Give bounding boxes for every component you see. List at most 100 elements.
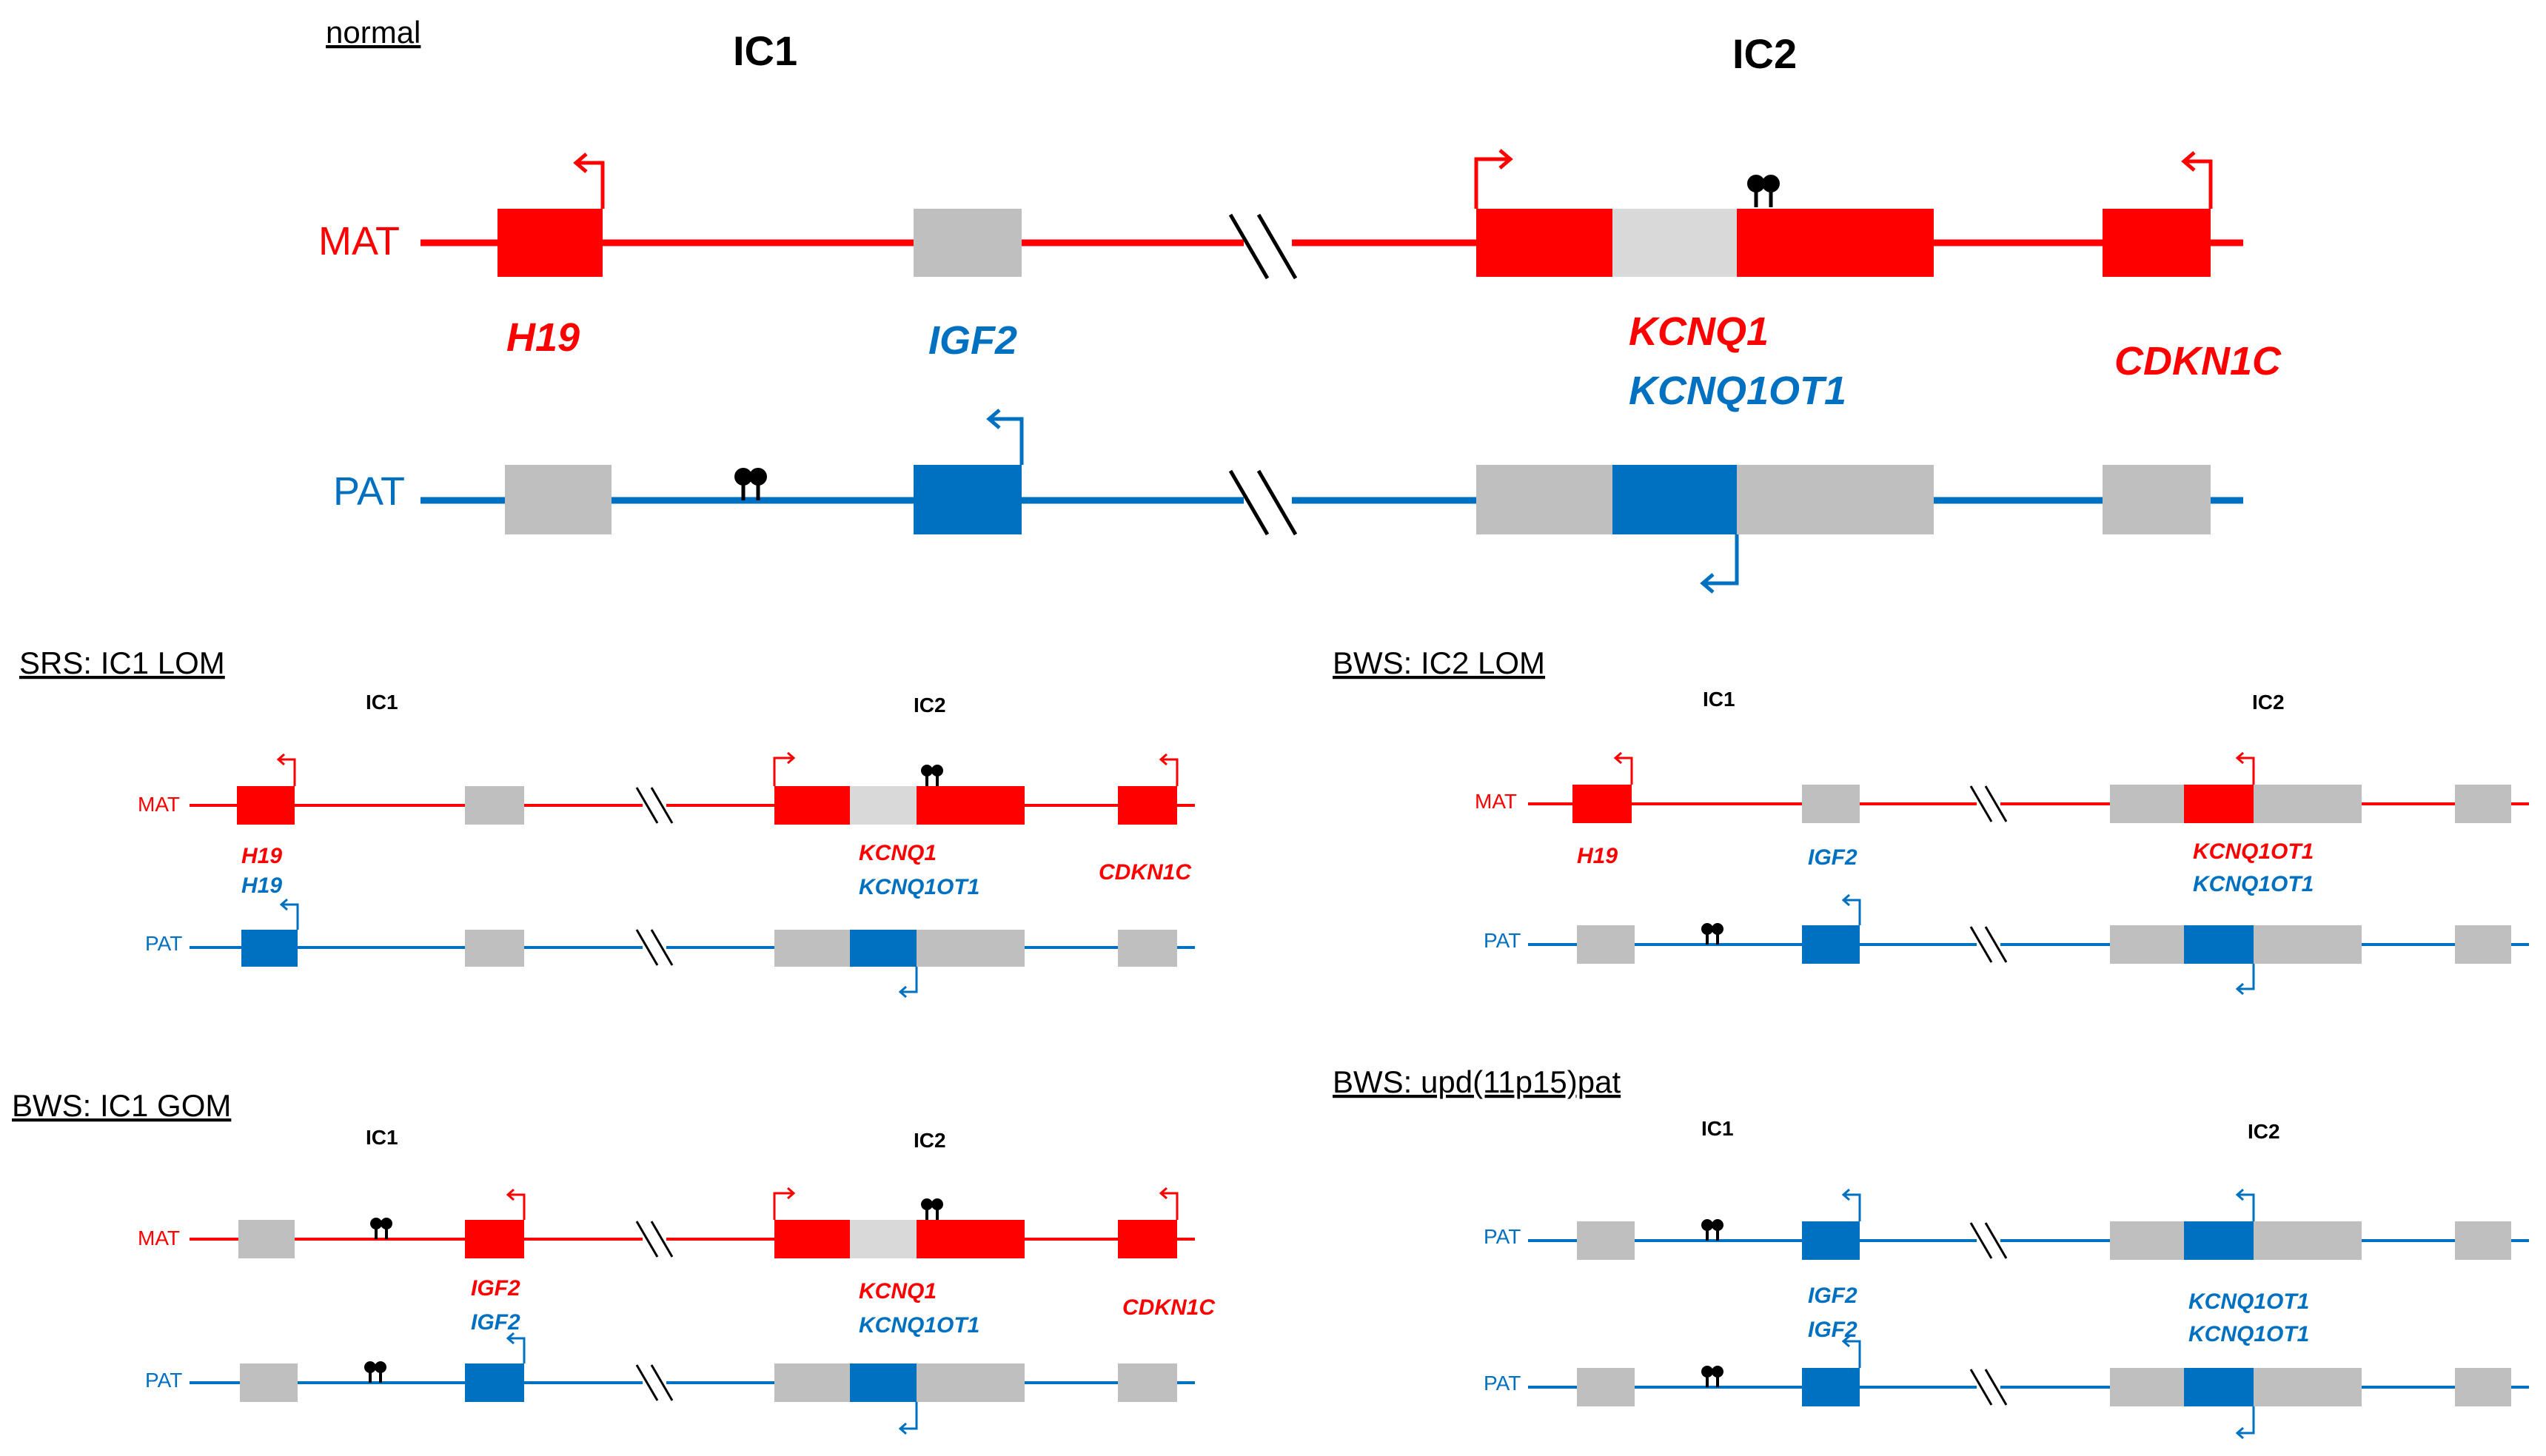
mat-chromosome: MAT xyxy=(138,751,1195,825)
transcription-arrow-icon xyxy=(2181,151,2213,209)
igf2-box xyxy=(1802,925,1860,964)
transcription-arrow-icon xyxy=(573,152,605,209)
transcription-arrow-icon xyxy=(1700,534,1739,594)
kcnq1-box-right xyxy=(2254,925,2362,964)
h19-box xyxy=(1577,925,1635,964)
h19-box xyxy=(1577,1221,1635,1260)
gene-label-igf2: IGF2 xyxy=(1808,845,1857,870)
cdkn1c-box xyxy=(1118,786,1177,825)
kcnq1ot1-box xyxy=(2184,785,2254,823)
kcnq1-box-left xyxy=(2110,1221,2184,1260)
kcnq1ot1-box xyxy=(850,930,917,967)
gene-label-kcnq1ot1: KCNQ1OT1 xyxy=(2188,1322,2309,1346)
gene-label-kcnq1ot1: KCNQ1OT1 xyxy=(2193,872,2314,896)
gene-label-kcnq1ot1: KCNQ1OT1 xyxy=(859,1313,979,1338)
ic2-label: IC2 xyxy=(2252,691,2285,714)
ic1-label: IC1 xyxy=(733,27,797,74)
kcnq1-box-left xyxy=(1476,209,1612,277)
h19-box xyxy=(241,930,298,967)
ic2-label: IC2 xyxy=(1732,30,1797,77)
kcnq1-box-left xyxy=(2110,785,2184,823)
panel-srs-ic1-lom: SRS: IC1 LOM IC1 IC2 MAT xyxy=(19,645,1195,999)
kcnq1ot1-box xyxy=(1612,209,1737,277)
gene-label-kcnq1ot1: KCNQ1OT1 xyxy=(2193,839,2314,864)
ic1-label: IC1 xyxy=(366,691,398,714)
kcnq1-box-right xyxy=(917,1220,1025,1258)
cdkn1c-box xyxy=(1118,1363,1177,1402)
panel-bws-upd-pat: BWS: upd(11p15)pat IC1 IC2 PAT xyxy=(1333,1064,2529,1440)
gene-label-cdkn1c: CDKN1C xyxy=(2114,339,2282,383)
transcription-arrow-icon xyxy=(1841,893,1861,925)
ic1-label: IC1 xyxy=(366,1126,398,1149)
gene-label-kcnq1ot1: KCNQ1OT1 xyxy=(859,875,979,899)
methylation-lollipop-icon xyxy=(363,1360,388,1384)
break-mark-icon xyxy=(1228,469,1298,536)
transcription-arrow-icon xyxy=(2235,1188,2255,1221)
gene-label-igf2: IGF2 xyxy=(471,1310,520,1335)
kcnq1ot1-box xyxy=(850,786,917,825)
kcnq1-box-left xyxy=(774,1363,850,1402)
h19-box xyxy=(237,786,295,825)
kcnq1-box-right xyxy=(2254,785,2362,823)
methylation-lollipop-icon xyxy=(1700,1218,1725,1242)
ic2-label: IC2 xyxy=(914,1129,946,1152)
pat-chromosome-1: PAT xyxy=(1484,1188,2529,1260)
pat-label: PAT xyxy=(333,469,405,514)
cdkn1c-box xyxy=(1118,930,1177,967)
transcription-arrow-icon xyxy=(279,898,299,930)
methylation-lollipop-icon xyxy=(1700,922,1725,946)
kcnq1ot1-box xyxy=(850,1363,917,1402)
kcnq1ot1-box xyxy=(2184,925,2254,964)
ic1-label: IC1 xyxy=(1703,688,1735,711)
cdkn1c-box xyxy=(2103,209,2211,277)
methylation-lollipop-icon xyxy=(919,1197,945,1221)
igf2-box xyxy=(1802,785,1860,823)
kcnq1ot1-box xyxy=(850,1220,917,1258)
panel-normal: normal IC1 IC2 MAT xyxy=(318,15,2282,594)
kcnq1-box-right xyxy=(917,930,1025,967)
h19-box xyxy=(1577,1368,1635,1406)
gene-label-igf2: IGF2 xyxy=(1808,1284,1857,1308)
panel-title: normal xyxy=(326,15,421,50)
gene-label-h19: H19 xyxy=(1577,844,1618,868)
break-mark-icon xyxy=(635,1364,674,1401)
break-mark-icon xyxy=(1969,785,2008,822)
kcnq1-box-left xyxy=(774,786,850,825)
gene-label-h19: H19 xyxy=(241,844,282,868)
transcription-arrow-icon xyxy=(506,1188,526,1220)
kcnq1ot1-box xyxy=(2184,1368,2254,1406)
igf2-box xyxy=(1802,1368,1860,1406)
kcnq1-box-left xyxy=(1476,465,1612,534)
gene-label-h19: H19 xyxy=(241,873,282,898)
transcription-arrow-icon xyxy=(506,1332,526,1363)
cdkn1c-box xyxy=(2455,1368,2511,1406)
break-mark-icon xyxy=(635,1221,674,1258)
mat-chromosome: MAT xyxy=(138,1187,1195,1258)
gene-label-h19: H19 xyxy=(506,315,580,360)
transcription-arrow-icon xyxy=(276,753,296,786)
gene-label-kcnq1ot1: KCNQ1OT1 xyxy=(1629,369,1846,413)
kcnq1-box-right xyxy=(917,1363,1025,1402)
gene-label-cdkn1c: CDKN1C xyxy=(1122,1295,1216,1320)
panel-title: SRS: IC1 LOM xyxy=(19,645,225,680)
break-mark-icon xyxy=(635,929,674,966)
transcription-arrow-icon xyxy=(1159,1187,1179,1220)
panel-title: BWS: upd(11p15)pat xyxy=(1333,1064,1621,1099)
kcnq1-box-left xyxy=(2110,925,2184,964)
transcription-arrow-icon xyxy=(1613,751,1633,785)
methylation-lollipop-icon xyxy=(369,1216,394,1241)
kcnq1-box-left xyxy=(774,1220,850,1258)
transcription-arrow-icon xyxy=(986,409,1024,465)
ic2-label: IC2 xyxy=(914,694,946,717)
pat-chromosome-2: PAT xyxy=(1484,1335,2529,1440)
methylation-lollipop-icon xyxy=(1747,175,1780,207)
gene-label-kcnq1: KCNQ1 xyxy=(1629,309,1769,354)
cdkn1c-box xyxy=(2103,465,2211,534)
kcnq1-box-right xyxy=(1737,465,1934,534)
transcription-arrow-icon xyxy=(2235,964,2255,996)
pat-chromosome: PAT xyxy=(145,898,1195,999)
ic1-label: IC1 xyxy=(1701,1117,1734,1140)
kcnq1-box-right xyxy=(2254,1221,2362,1260)
pat-label: PAT xyxy=(1484,929,1521,952)
